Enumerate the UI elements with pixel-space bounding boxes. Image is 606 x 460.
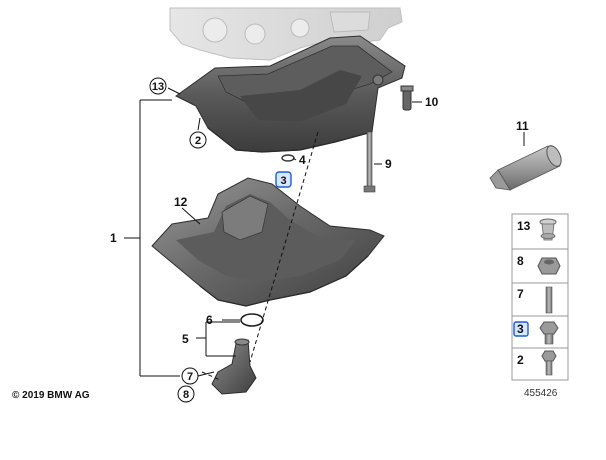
copyright-text: © 2019 BMW AG [12, 390, 90, 401]
callout-1: 1 [110, 231, 117, 245]
svg-text:4: 4 [299, 153, 306, 167]
callout-12: 12 [174, 195, 188, 209]
clip-icon [539, 218, 557, 241]
callout-7: 7 [181, 367, 199, 385]
svg-text:6: 6 [206, 313, 213, 327]
plug-bolt-icon [539, 321, 559, 345]
svg-text:8: 8 [183, 389, 189, 401]
callout-5: 5 [182, 332, 189, 346]
svg-text:8: 8 [517, 254, 524, 268]
svg-text:2: 2 [517, 353, 524, 367]
callout-4: 4 [299, 153, 306, 167]
oil-level-sensor-illustration [211, 338, 257, 395]
leader-lines [124, 87, 525, 381]
callout-13: 13 [149, 77, 167, 95]
parts-list-row-highlighted: 3 [513, 321, 559, 345]
parts-list-row: 13 [517, 218, 557, 241]
svg-text:13: 13 [517, 219, 531, 233]
long-bolt-illustration [363, 131, 376, 193]
svg-text:3: 3 [280, 175, 286, 187]
parts-list-panel: 13 8 7 3 [511, 213, 569, 381]
callout-2: 2 [189, 131, 207, 149]
upper-oil-pan-illustration [175, 35, 406, 153]
svg-text:11: 11 [516, 119, 529, 133]
svg-text:9: 9 [385, 157, 392, 171]
svg-text:3: 3 [517, 322, 524, 336]
sealant-tube-illustration [489, 145, 562, 191]
seal-ring-illustration [240, 313, 264, 327]
svg-text:1: 1 [110, 231, 117, 245]
callout-11: 11 [516, 119, 529, 133]
engine-block-illustration [169, 7, 403, 61]
parts-list-row: 7 [517, 286, 553, 314]
svg-text:10: 10 [425, 95, 439, 109]
callout-3-highlighted: 3 [275, 171, 292, 188]
svg-text:2: 2 [195, 135, 201, 147]
callout-10: 10 [425, 95, 439, 109]
hex-nut-icon [537, 257, 561, 275]
callout-8: 8 [177, 385, 195, 403]
callout-6: 6 [206, 313, 213, 327]
svg-text:13: 13 [152, 81, 164, 93]
stud-bolt-icon [545, 286, 553, 314]
sensor-bracket-illustration [400, 85, 414, 111]
lower-oil-pan-illustration [151, 177, 385, 307]
parts-list-row: 8 [517, 254, 561, 275]
hex-bolt-icon [541, 350, 557, 376]
svg-text:7: 7 [187, 371, 193, 383]
svg-text:5: 5 [182, 332, 189, 346]
svg-text:7: 7 [517, 287, 524, 301]
o-ring-illustration [281, 154, 295, 162]
parts-list-row: 2 [517, 350, 557, 376]
diagram-number: 455426 [524, 388, 558, 399]
callout-9: 9 [385, 157, 392, 171]
svg-text:12: 12 [174, 195, 188, 209]
